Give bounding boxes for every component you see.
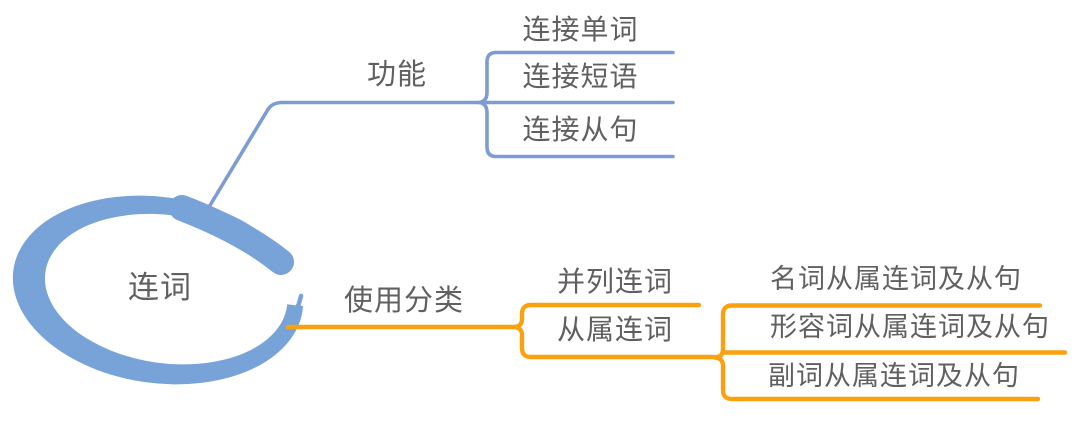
node-connect-phrases[interactable]: 连接短语 xyxy=(522,62,639,93)
root-ellipse-brush-tip xyxy=(169,195,294,275)
node-connect-clauses[interactable]: 连接从句 xyxy=(522,115,639,146)
node-noun-subordinate-clause[interactable]: 名词从属连词及从句 xyxy=(770,264,1022,294)
subordinating-children-bracket xyxy=(713,303,1043,402)
node-adjective-subordinate-clause[interactable]: 形容词从属连词及从句 xyxy=(770,312,1050,342)
function-branch-line xyxy=(207,100,675,209)
root-ellipse-gap xyxy=(158,184,446,322)
usage-children-bracket xyxy=(512,302,717,360)
node-coordinating-conjunctions[interactable]: 并列连词 xyxy=(556,267,673,298)
node-usage-category[interactable]: 使用分类 xyxy=(343,285,464,317)
node-subordinating-conjunctions[interactable]: 从属连词 xyxy=(556,315,673,346)
function-children-bracket xyxy=(477,50,675,159)
node-connect-words[interactable]: 连接单词 xyxy=(522,15,639,46)
node-adverb-subordinate-clause[interactable]: 副词从属连词及从句 xyxy=(768,361,1020,391)
node-root[interactable]: 连词 xyxy=(128,270,192,305)
node-function[interactable]: 功能 xyxy=(366,59,427,91)
